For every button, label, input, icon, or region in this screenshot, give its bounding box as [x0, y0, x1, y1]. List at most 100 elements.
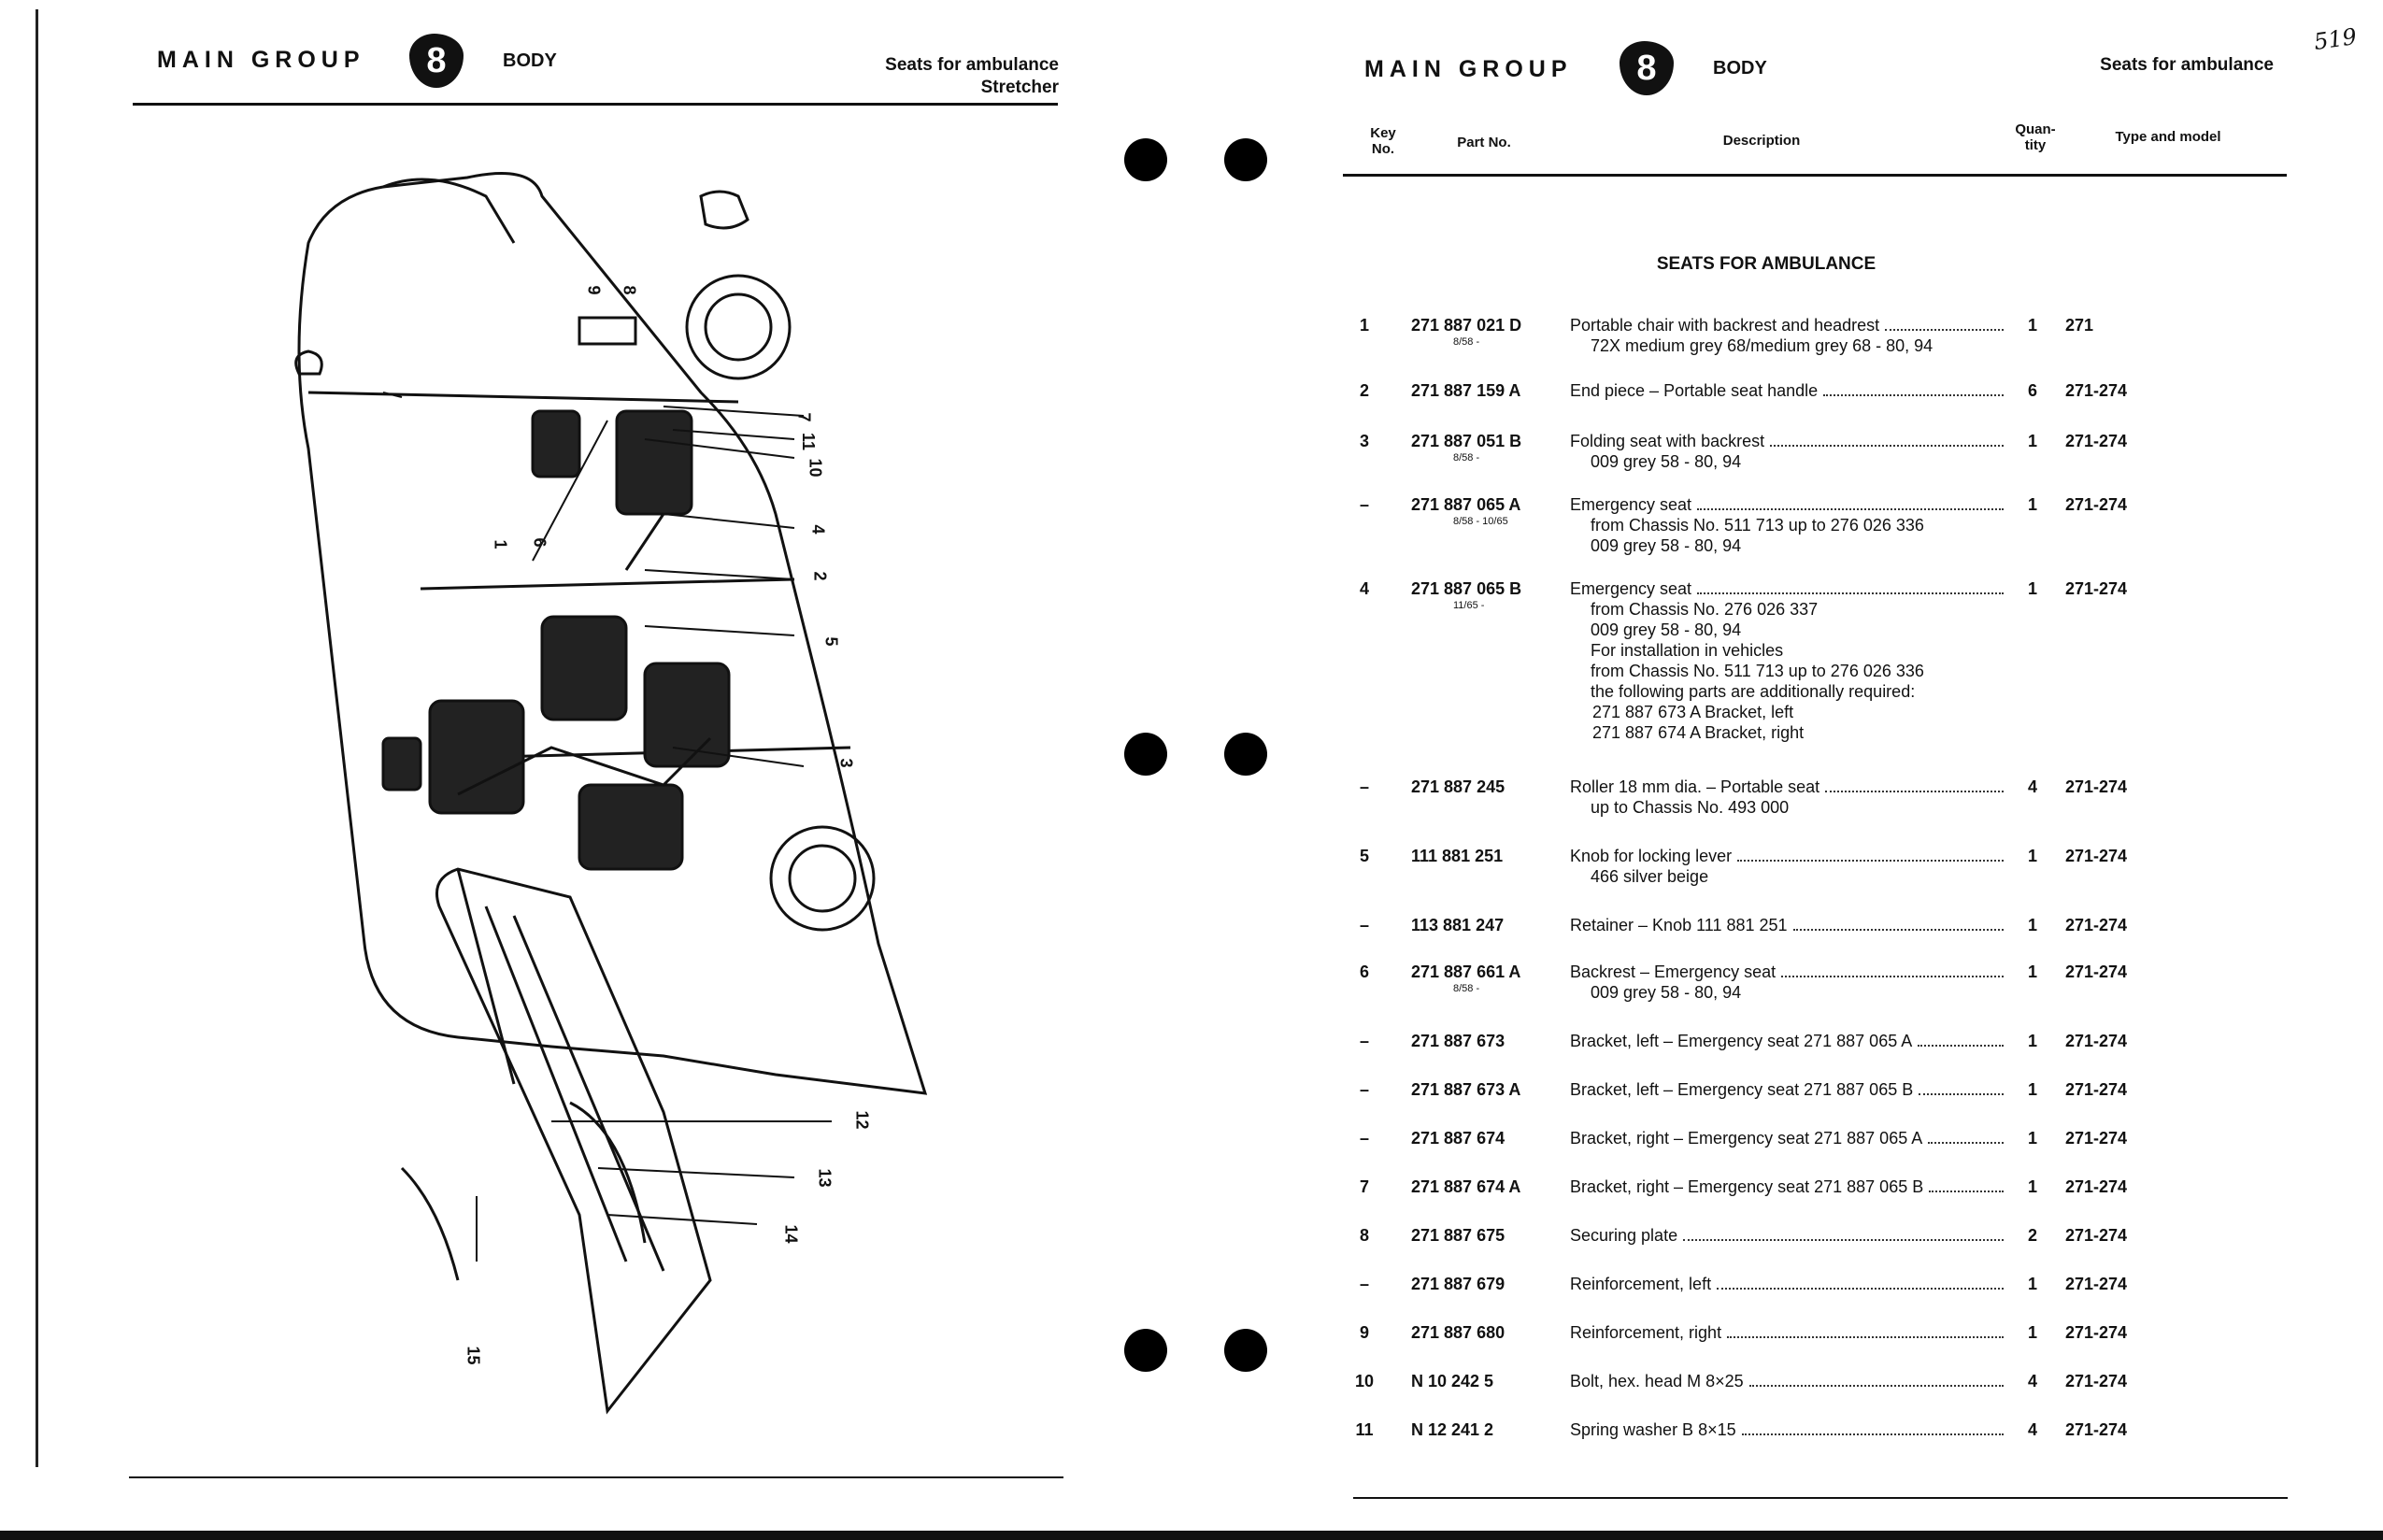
quantity: 4	[2027, 1372, 2037, 1390]
key-no: 10	[1354, 1372, 1375, 1390]
key-no: 4	[1359, 579, 1369, 598]
date-range: 8/58 - 10/65	[1453, 516, 1508, 527]
callout-2: 2	[810, 571, 830, 581]
quantity: 1	[2027, 1323, 2037, 1342]
page-number-handwritten: 519	[2312, 22, 2359, 56]
description: Reinforcement, left	[1570, 1275, 2009, 1294]
key-no: 7	[1359, 1177, 1369, 1196]
description-text: Bracket, right – Emergency seat 271 887 …	[1570, 1129, 1923, 1148]
callout-10: 10	[806, 458, 825, 478]
key-no: –	[1359, 916, 1369, 934]
bottom-edge-bar	[0, 1531, 2383, 1540]
dot-leader	[1919, 1080, 2004, 1095]
col-key-no: Key No.	[1370, 125, 1396, 157]
description-subline: 72X medium grey 68/medium grey 68 - 80, …	[1591, 336, 1934, 355]
type-model: 271-274	[2065, 1372, 2128, 1390]
exploded-parts-diagram	[294, 172, 928, 1415]
key-no: 5	[1359, 847, 1369, 865]
description-text: Securing plate	[1570, 1226, 1678, 1245]
callout-15: 15	[464, 1346, 483, 1365]
quantity: 4	[2027, 777, 2037, 796]
key-no: 3	[1359, 432, 1369, 450]
type-model: 271-274	[2065, 1080, 2128, 1099]
type-model: 271-274	[2065, 1032, 2128, 1050]
description-text: Spring washer B 8×15	[1570, 1420, 1736, 1439]
quantity: 1	[2027, 579, 2037, 598]
type-model: 271-274	[2065, 1226, 2128, 1245]
dot-leader	[1770, 432, 2004, 447]
callout-7: 7	[794, 412, 814, 422]
callout-14: 14	[781, 1224, 801, 1244]
part-no: 271 887 673	[1411, 1032, 1505, 1050]
callout-11: 11	[799, 432, 819, 451]
callout-3: 3	[836, 758, 856, 768]
description-text: Backrest – Emergency seat	[1570, 962, 1777, 981]
dot-leader	[1781, 962, 2004, 977]
description-subline: 466 silver beige	[1591, 867, 1709, 886]
type-model: 271-274	[2065, 1323, 2128, 1342]
left-title-line1: Seats for ambulance	[885, 55, 1059, 75]
right-main-group-label: MAIN GROUP	[1364, 56, 1573, 82]
date-range: 8/58 -	[1453, 452, 1480, 463]
key-no: –	[1359, 1080, 1369, 1099]
type-model: 271-274	[2065, 495, 2128, 514]
col-type-model: Type and model	[2115, 129, 2221, 145]
key-no: –	[1359, 1129, 1369, 1148]
left-section-label: BODY	[503, 50, 557, 71]
punch-hole	[1224, 138, 1267, 181]
callout-1: 1	[491, 539, 510, 549]
key-no: 2	[1359, 381, 1369, 400]
type-model: 271-274	[2065, 962, 2128, 981]
quantity: 1	[2027, 962, 2037, 981]
key-no: 8	[1359, 1226, 1369, 1245]
description: End piece – Portable seat handle	[1570, 381, 2009, 401]
description: Reinforcement, right	[1570, 1323, 2009, 1343]
type-model: 271-274	[2065, 847, 2128, 865]
part-no: 271 887 051 B	[1411, 432, 1522, 450]
description-text: Reinforcement, right	[1570, 1323, 1722, 1342]
description-subline: from Chassis No. 511 713 up to 276 026 3…	[1591, 662, 1924, 680]
right-page-title: Seats for ambulance	[2100, 55, 2274, 75]
type-model: 271-274	[2065, 1177, 2128, 1196]
callout-4: 4	[808, 524, 828, 535]
key-no: 6	[1359, 962, 1369, 981]
dot-leader	[1683, 1226, 2004, 1241]
right-section-label: BODY	[1713, 58, 1767, 78]
description-text: Folding seat with backrest	[1570, 432, 1765, 450]
part-no: 271 887 065 A	[1411, 495, 1521, 514]
description-text: Reinforcement, left	[1570, 1275, 1712, 1293]
description-subline: 009 grey 58 - 80, 94	[1591, 452, 1742, 471]
description: Bracket, left – Emergency seat 271 887 0…	[1570, 1032, 2009, 1051]
right-group-number-badge: 8	[1620, 41, 1674, 95]
part-no: 113 881 247	[1411, 916, 1505, 934]
date-range: 8/58 -	[1453, 983, 1480, 994]
description: Spring washer B 8×15	[1570, 1420, 2009, 1440]
type-model: 271-274	[2065, 916, 2128, 934]
callout-9: 9	[584, 285, 604, 295]
quantity: 1	[2027, 495, 2037, 514]
quantity: 1	[2027, 1080, 2037, 1099]
description-text: Portable chair with backrest and headres…	[1570, 316, 1880, 335]
description-text: Knob for locking lever	[1570, 847, 1733, 865]
quantity: 1	[2027, 847, 2037, 865]
callout-8: 8	[620, 285, 639, 295]
description-subline: 009 grey 58 - 80, 94	[1591, 620, 1742, 639]
callout-5: 5	[821, 636, 841, 647]
description-text: Bracket, left – Emergency seat 271 887 0…	[1570, 1080, 1914, 1099]
left-main-group-label: MAIN GROUP	[157, 47, 365, 73]
description-subline: from Chassis No. 276 026 337	[1591, 600, 1819, 619]
part-no: 271 887 674	[1411, 1129, 1505, 1148]
dot-leader	[1741, 1420, 2004, 1435]
description-subline: 009 grey 58 - 80, 94	[1591, 536, 1742, 555]
dot-leader	[1825, 777, 2004, 792]
left-header-rule	[133, 103, 1058, 106]
quantity: 1	[2027, 432, 2037, 450]
dot-leader	[1928, 1129, 2004, 1144]
right-footer-rule	[1353, 1497, 2288, 1499]
part-no: 271 887 680	[1411, 1323, 1505, 1342]
description: Retainer – Knob 111 881 251	[1570, 916, 2009, 935]
type-model: 271-274	[2065, 777, 2128, 796]
part-no: 271 887 673 A	[1411, 1080, 1521, 1099]
